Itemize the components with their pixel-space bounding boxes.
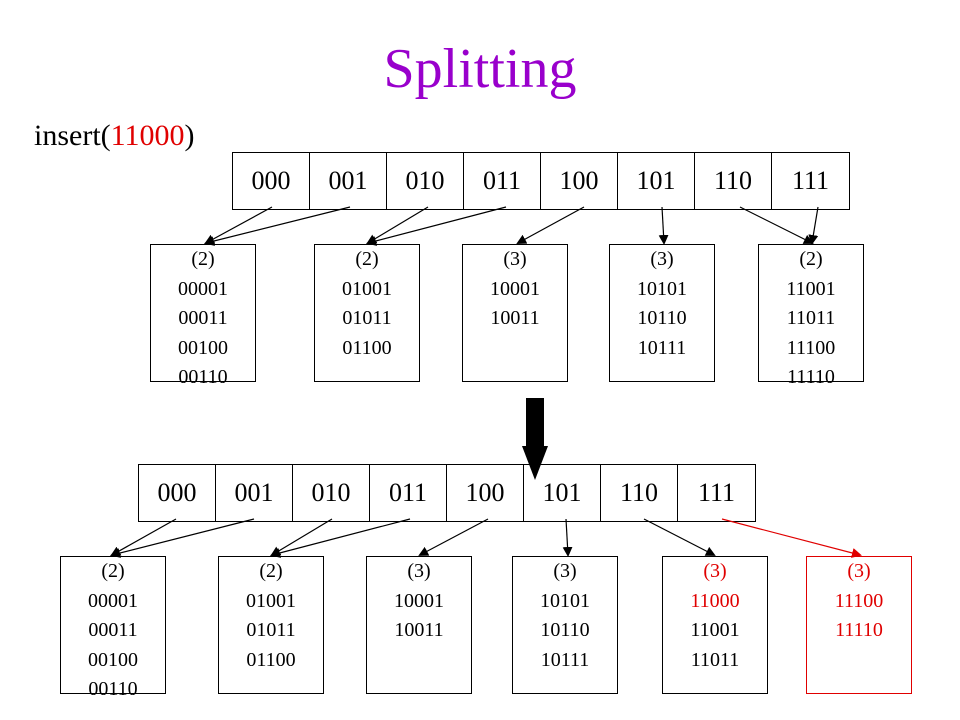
bucket-depth: (3) bbox=[553, 560, 577, 582]
pointer-line bbox=[110, 518, 255, 558]
bucket-depth: (2) bbox=[191, 248, 215, 270]
bucket-key: 11100 bbox=[786, 336, 836, 359]
pointer-line bbox=[110, 518, 177, 556]
pointer-line bbox=[516, 206, 585, 244]
bottom-directory: 000 001 010 011 100 101 110 111 bbox=[138, 464, 756, 522]
bucket-key: 01011 bbox=[342, 307, 392, 329]
bucket-depth: (2) bbox=[799, 248, 823, 270]
bucket-key: 00100 bbox=[178, 336, 228, 359]
top-dir-cell: 010 bbox=[387, 153, 464, 209]
bottom-dir-cell: 111 bbox=[697, 478, 736, 507]
insert-suffix: ) bbox=[184, 119, 195, 152]
pointer-line bbox=[204, 206, 351, 246]
bottom-dir-cell: 001 bbox=[216, 465, 293, 521]
pointer-line bbox=[418, 518, 489, 556]
bucket-key: 11100 bbox=[834, 589, 884, 612]
bucket-key: 00100 bbox=[88, 648, 138, 671]
bottom-dir-cell: 010 bbox=[293, 465, 370, 521]
top-directory: 000 001 010 011 100 101 110 111 bbox=[232, 152, 850, 210]
bucket-key: 10011 bbox=[490, 307, 540, 329]
top-dir-cell: 101 bbox=[618, 153, 695, 209]
bucket-key: 11001 bbox=[786, 277, 836, 300]
top-dir-cell: 111 bbox=[791, 166, 830, 195]
bucket-depth: (2) bbox=[101, 560, 125, 582]
bucket-key: 00110 bbox=[178, 366, 228, 388]
bucket-key: 11011 bbox=[786, 307, 836, 329]
bucket-key: 10111 bbox=[540, 648, 590, 671]
page-title: Splitting bbox=[383, 38, 577, 100]
bucket-key: 01011 bbox=[246, 619, 296, 641]
bottom-dir-cell: 101 bbox=[524, 465, 601, 521]
bottom-dir-cell: 000 bbox=[139, 465, 216, 521]
bucket-key: 10101 bbox=[637, 277, 687, 300]
bottom-bucket: (3) 10101 10110 10111 bbox=[512, 556, 618, 694]
top-dir-cell: 110 bbox=[695, 153, 772, 209]
bucket-depth: (3) bbox=[847, 560, 871, 582]
bucket-key: 10001 bbox=[490, 277, 540, 300]
bucket-key: 00011 bbox=[178, 307, 228, 329]
bucket-depth: (2) bbox=[259, 560, 283, 582]
bucket-key: 10101 bbox=[540, 589, 590, 612]
top-bucket: (2) 11001 11011 11100 11110 bbox=[758, 244, 864, 388]
bottom-bucket-new: (3) 11100 11110 bbox=[806, 556, 912, 694]
bucket-key: 10011 bbox=[394, 619, 444, 641]
bucket-depth: (3) bbox=[407, 560, 431, 582]
bucket-key: 10110 bbox=[540, 619, 590, 641]
bottom-bucket: (3) 10001 10011 bbox=[366, 556, 472, 694]
bucket-key: 10001 bbox=[394, 589, 444, 612]
top-bucket: (2) 00001 00011 00100 00110 bbox=[150, 244, 256, 388]
pointer-line bbox=[366, 206, 429, 245]
pointer-line bbox=[808, 206, 819, 245]
bucket-key: 11110 bbox=[835, 619, 883, 641]
bucket-key: 11110 bbox=[787, 366, 835, 388]
pointer-line-new bbox=[721, 518, 862, 558]
pointer-line bbox=[739, 206, 814, 244]
bottom-dir-cell: 110 bbox=[601, 465, 678, 521]
pointer-line bbox=[562, 518, 573, 557]
pointer-line bbox=[643, 518, 716, 556]
bucket-depth: (3) bbox=[503, 248, 527, 270]
top-dir-cell: 100 bbox=[541, 153, 618, 209]
bucket-key: 00110 bbox=[88, 678, 138, 700]
bucket-depth: (3) bbox=[703, 560, 727, 582]
bucket-key: 00001 bbox=[178, 277, 228, 300]
top-dir-cell: 001 bbox=[310, 153, 387, 209]
bucket-key: 00011 bbox=[88, 619, 138, 641]
pointer-line bbox=[204, 206, 273, 244]
bucket-depth: (3) bbox=[650, 248, 674, 270]
pointer-line bbox=[366, 206, 507, 246]
bucket-key: 01100 bbox=[342, 336, 392, 359]
insert-operation: insert(11000) bbox=[34, 116, 195, 156]
bucket-key: 01100 bbox=[246, 648, 296, 671]
bucket-key: 00001 bbox=[88, 589, 138, 612]
bucket-key-new: 11000 bbox=[690, 589, 740, 612]
top-dir-cell: 000 bbox=[233, 153, 310, 209]
insert-key: 11000 bbox=[110, 119, 185, 152]
bucket-key: 11001 bbox=[690, 619, 740, 641]
bottom-dir-cell: 100 bbox=[447, 465, 524, 521]
bottom-bucket: (2) 01001 01011 01100 bbox=[218, 556, 324, 694]
bucket-key: 01001 bbox=[342, 277, 392, 300]
bottom-bucket: (3) 11000 11001 11011 bbox=[662, 556, 768, 694]
bucket-key: 10110 bbox=[637, 307, 687, 329]
top-bucket: (3) 10001 10011 bbox=[462, 244, 568, 382]
pointer-line bbox=[270, 518, 333, 557]
bucket-key: 10111 bbox=[637, 336, 687, 359]
pointer-line bbox=[270, 518, 411, 558]
bottom-dir-cell: 011 bbox=[370, 465, 447, 521]
insert-prefix: insert( bbox=[34, 119, 111, 152]
bottom-bucket: (2) 00001 00011 00100 00110 bbox=[60, 556, 166, 700]
bucket-depth: (2) bbox=[355, 248, 379, 270]
bucket-key: 11011 bbox=[690, 648, 740, 671]
pointer-line bbox=[658, 206, 669, 245]
top-dir-cell: 011 bbox=[464, 153, 541, 209]
bucket-key: 01001 bbox=[246, 589, 296, 612]
down-arrow-icon bbox=[522, 398, 548, 480]
